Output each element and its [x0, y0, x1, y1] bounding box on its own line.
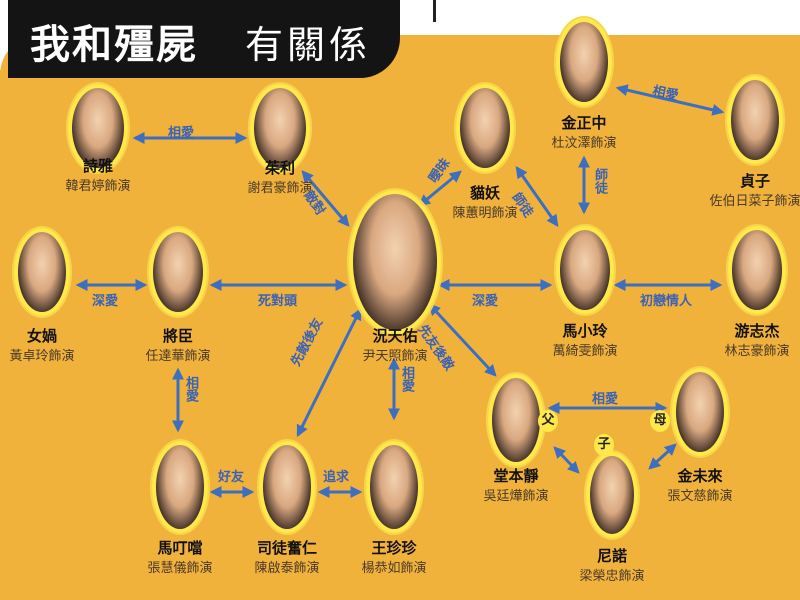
role-name: 尼諾: [596, 547, 627, 565]
portrait-situ: [259, 441, 315, 533]
title-banner: [8, 0, 400, 78]
relation-label: 追求: [323, 470, 350, 485]
portrait-shiya: [68, 84, 128, 172]
relation-label: 初戀情人: [640, 294, 693, 309]
portrait-tangbenjing: [488, 374, 544, 466]
role-name: 馬叮噹: [157, 539, 203, 557]
actor-name: 梁榮忠飾演: [579, 569, 645, 584]
role-name: 詩雅: [82, 157, 113, 175]
relation-label: 死對頭: [258, 294, 298, 309]
role-name: 金未來: [677, 467, 723, 485]
relation-label: 好友: [218, 470, 245, 485]
arrow-zhuli-kuang: [301, 170, 350, 227]
divider: [433, 0, 436, 22]
role-name: 金正中: [561, 114, 607, 132]
portrait-youzhijie: [728, 226, 786, 314]
role-name: 堂本靜: [493, 467, 539, 485]
title-main: 我和殭屍: [30, 22, 198, 68]
relation-label: 相愛: [399, 366, 414, 392]
role-name: 王珍珍: [371, 539, 417, 557]
relation-label: 相愛: [592, 392, 619, 407]
actor-name: 張文慈飾演: [667, 489, 733, 504]
relation-label: 深愛: [472, 294, 499, 309]
arrow-kuang-maoyao: [418, 170, 462, 207]
actor-name: 謝君豪飾演: [247, 181, 313, 196]
role-name: 貞子: [739, 172, 770, 190]
arrow-jinweilai-ninuo: [648, 443, 677, 470]
role-name: 貓妖: [469, 184, 500, 202]
portrait-wangzhenzhen: [366, 441, 422, 533]
portrait-jinweilai: [672, 368, 728, 456]
role-name: 茱利: [264, 159, 295, 177]
actor-name: 佐伯日菜子飾演: [709, 194, 800, 209]
portrait-zhuli: [250, 84, 310, 172]
relation-label: 相愛: [168, 126, 195, 141]
portrait-jiangchen: [149, 228, 207, 316]
portrait-maoyao: [456, 84, 514, 172]
portrait-nuwa: [14, 228, 70, 316]
role-name: 馬小玲: [562, 322, 608, 340]
portrait-madingdang: [152, 441, 208, 533]
actor-name: 萬綺雯飾演: [552, 344, 618, 359]
role-name: 況天佑: [372, 327, 418, 345]
relation-label: 深愛: [92, 294, 119, 309]
relation-label: 相愛: [183, 376, 198, 402]
portrait-zhenzi: [727, 76, 783, 164]
actor-name: 尹天照飾演: [362, 349, 428, 364]
portrait-jinzhengzhong: [556, 18, 612, 106]
actor-name: 黃卓玲飾演: [9, 349, 75, 364]
son-tag: 子: [594, 434, 614, 456]
role-name: 女媧: [26, 327, 57, 345]
actor-name: 陳蕙明飾演: [452, 206, 518, 221]
actor-name: 吳廷燁飾演: [483, 489, 549, 504]
portrait-ninuo: [586, 452, 638, 538]
actor-name: 杜汶澤飾演: [551, 136, 617, 151]
title-sub: 有關係: [245, 23, 372, 67]
relation-label: 師徒: [592, 168, 607, 194]
actor-name: 韓君婷飾演: [65, 179, 131, 194]
arrow-maoyao-maxiaoling: [515, 166, 559, 227]
role-name: 司徒奮仁: [256, 539, 317, 557]
portrait-kuang: [349, 190, 441, 334]
father-tag: 父: [538, 410, 558, 432]
role-name: 將臣: [162, 327, 193, 345]
actor-name: 任達華飾演: [145, 349, 211, 364]
actor-name: 陳啟泰飾演: [254, 561, 320, 576]
actor-name: 楊恭如飾演: [361, 561, 427, 576]
actor-name: 林志豪飾演: [724, 344, 790, 359]
arrow-tangbenjing-ninuo: [553, 446, 580, 474]
role-name: 游志杰: [734, 322, 780, 340]
mother-tag: 母: [650, 410, 670, 432]
portrait-maxiaoling: [556, 226, 614, 314]
arrow-kuang-tangbenjing: [428, 303, 497, 377]
arrow-kuang-situ: [296, 307, 362, 438]
arrow-jinzhengzhong-zhenzi: [615, 84, 725, 116]
actor-name: 張慧儀飾演: [147, 561, 213, 576]
